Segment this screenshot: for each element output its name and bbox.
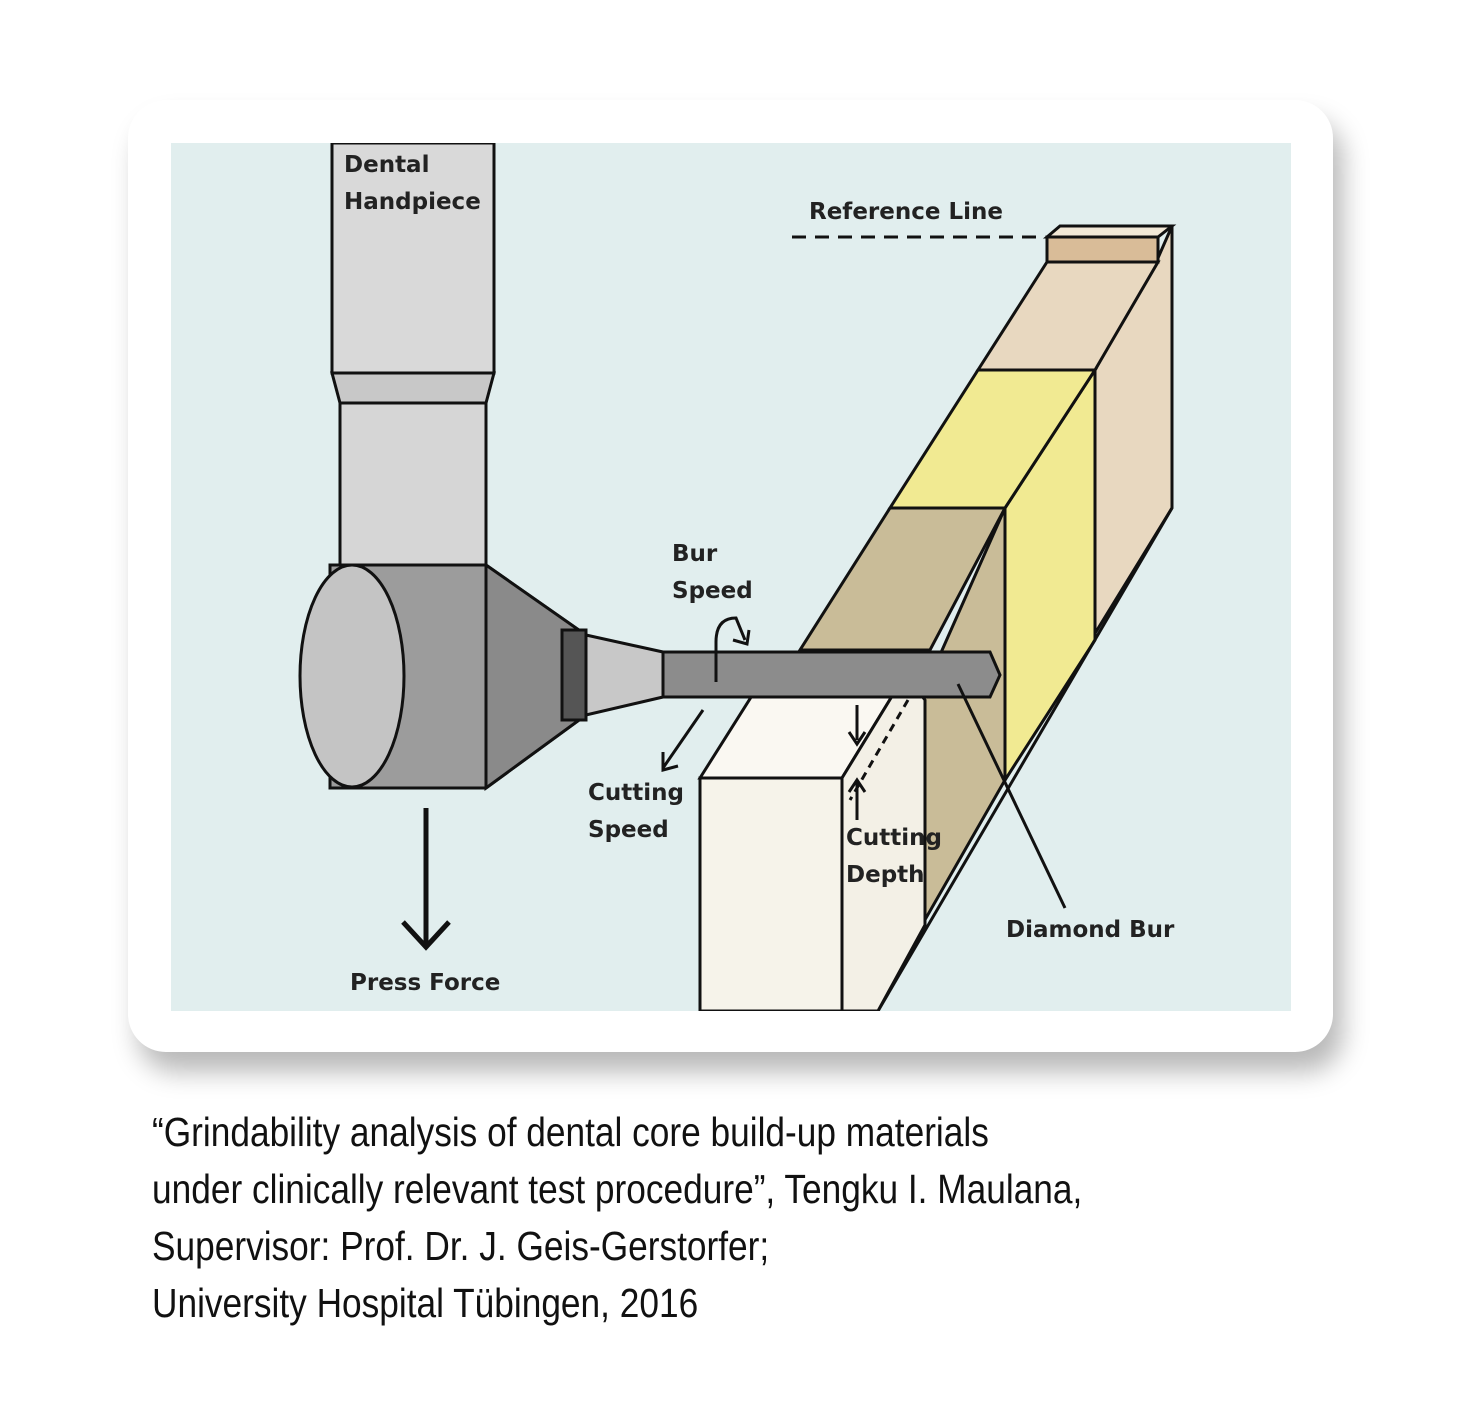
specimen-block [797,224,1177,1011]
cutting-speed-arrow [661,709,705,772]
label-cutting-speed-line1: Cutting [588,780,684,806]
label-reference-line: Reference Line [809,199,1003,225]
caption-line-4: University Hospital Tübingen, 2016 [152,1280,699,1326]
label-bur-speed-line2: Speed [672,578,753,604]
label-dental-handpiece-line1: Dental [344,152,429,178]
label-press-force: Press Force [350,970,500,996]
dental-handpiece [298,143,665,791]
bur-speed-arrow [714,616,751,682]
caption-line-2: under clinically relevant test procedure… [152,1166,1083,1212]
caption-line-3: Supervisor: Prof. Dr. J. Geis-Gerstorfer… [152,1223,770,1269]
diagram-figure: Dental Handpiece Reference Line Bur Spee… [171,143,1291,1011]
figure-caption: “Grindability analysis of dental core bu… [152,1104,1270,1332]
diamond-bur-shaft [661,650,1002,699]
press-force-arrow [401,808,451,951]
label-cutting-depth-line2: Depth [846,862,925,888]
label-cutting-depth-line1: Cutting [846,825,942,851]
caption-line-1: “Grindability analysis of dental core bu… [152,1109,989,1155]
label-cutting-speed-line2: Speed [588,817,669,843]
label-diamond-bur: Diamond Bur [1006,917,1175,943]
cutting-depth-arrows [847,705,867,820]
label-bur-speed-line1: Bur [672,541,718,567]
label-dental-handpiece-line2: Handpiece [344,189,481,215]
diamond-bur-pointer [956,683,1067,909]
